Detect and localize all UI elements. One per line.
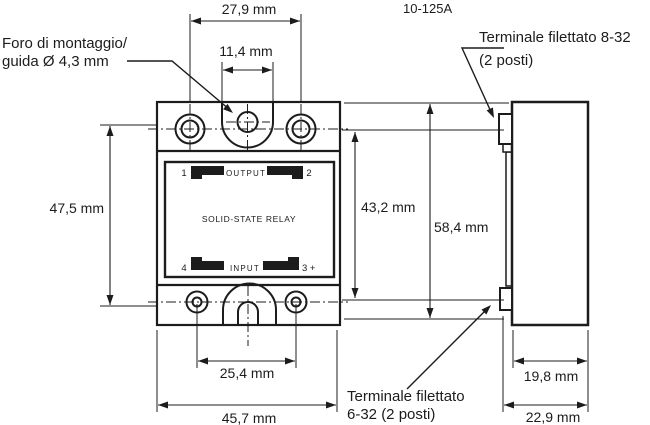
terminal-8-32-tab — [498, 113, 513, 145]
mounting-hole-leader-line — [127, 60, 231, 111]
dim-label-45-7: 45,7 mm — [222, 410, 276, 425]
side-body-outline — [510, 100, 590, 327]
output-terminal-bar-left — [191, 166, 224, 175]
output-terminal-bar-right — [267, 166, 303, 175]
terminal-6-32-tab — [499, 287, 513, 311]
mounting-hole-label-line1: Foro di montaggio/ — [2, 35, 128, 52]
input-terminal-bar-right — [263, 261, 299, 270]
terminal-8-32-label-line2: (2 posti) — [479, 52, 533, 69]
dim-body-depth: 19,8 mm — [512, 330, 589, 412]
dim-slot-width: 11,4 mm — [219, 43, 274, 101]
dim-overall-depth: 22,9 mm — [502, 316, 587, 425]
input-terminal-bar-left — [191, 261, 224, 270]
input-terminal-tab-left — [191, 257, 202, 261]
terminal-8-32-leader-line — [460, 47, 504, 115]
terminal-8-32-leader-arrow — [486, 107, 494, 118]
terminal-3-number: 3 + — [302, 263, 316, 274]
drawing-title: 10-125A — [403, 1, 452, 16]
mounting-hole-leader-arrow — [223, 103, 233, 113]
relay-brand-text: SOLID-STATE RELAY — [202, 214, 296, 224]
dim-label-27-9: 27,9 mm — [222, 1, 276, 17]
centerlines — [148, 104, 348, 346]
terminal-4-number: 4 — [181, 263, 186, 274]
dim-mounting-vertical-spacing: 47,5 mm — [50, 124, 156, 307]
label-panel-border — [163, 160, 336, 279]
terminal-6-32-label-line2: 6-32 (2 posti) — [347, 406, 435, 423]
dim-label-58-4: 58,4 mm — [434, 219, 488, 235]
dim-label-11-4: 11,4 mm — [219, 43, 272, 59]
terminal-2-number: 2 — [306, 168, 311, 179]
output-terminal-tab-right — [292, 175, 303, 179]
dim-overall-width: 45,7 mm — [156, 330, 338, 425]
front-view: 1 OUTPUT 2 SOLID-STATE RELAY 4 INPUT 3 + — [155, 100, 342, 327]
terminal-1-number: 1 — [181, 168, 186, 179]
side-view — [498, 100, 590, 327]
dim-label-43-2: 43,2 mm — [361, 199, 415, 215]
input-label: INPUT — [230, 264, 260, 273]
input-terminal-tab-right — [288, 257, 299, 261]
dim-label-22-9: 22,9 mm — [526, 409, 580, 425]
terminal-8-32-label-line1: Terminale filettato 8-32 — [479, 29, 631, 46]
dim-bottom-hole-spacing: 25,4 mm — [196, 304, 297, 381]
terminal-6-32-label-line1: Terminale filettato — [347, 388, 465, 405]
dim-label-47-5: 47,5 mm — [50, 200, 104, 216]
dim-terminal-vertical-spacing: 43,2 mm — [342, 129, 504, 301]
dim-label-25-4: 25,4 mm — [220, 365, 274, 381]
relay-face-panel: 1 OUTPUT 2 SOLID-STATE RELAY 4 INPUT 3 + — [163, 160, 336, 279]
dim-top-hole-spacing: 27,9 mm — [189, 1, 302, 102]
output-terminal-tab-left — [191, 175, 202, 179]
terminal-6-32-leader-arrow — [481, 305, 491, 315]
callout-terminal-6-32: Terminale filettato 6-32 (2 posti) — [347, 305, 491, 423]
terminal-6-32-leader-line — [406, 307, 489, 390]
callout-terminal-8-32: Terminale filettato 8-32 (2 posti) — [460, 29, 631, 118]
output-label: OUTPUT — [226, 169, 266, 178]
callout-mounting-hole: Foro di montaggio/ guida Ø 4,3 mm — [2, 35, 233, 113]
mounting-hole-label-line2: guida Ø 4,3 mm — [2, 53, 109, 70]
dim-label-19-8: 19,8 mm — [524, 368, 578, 384]
